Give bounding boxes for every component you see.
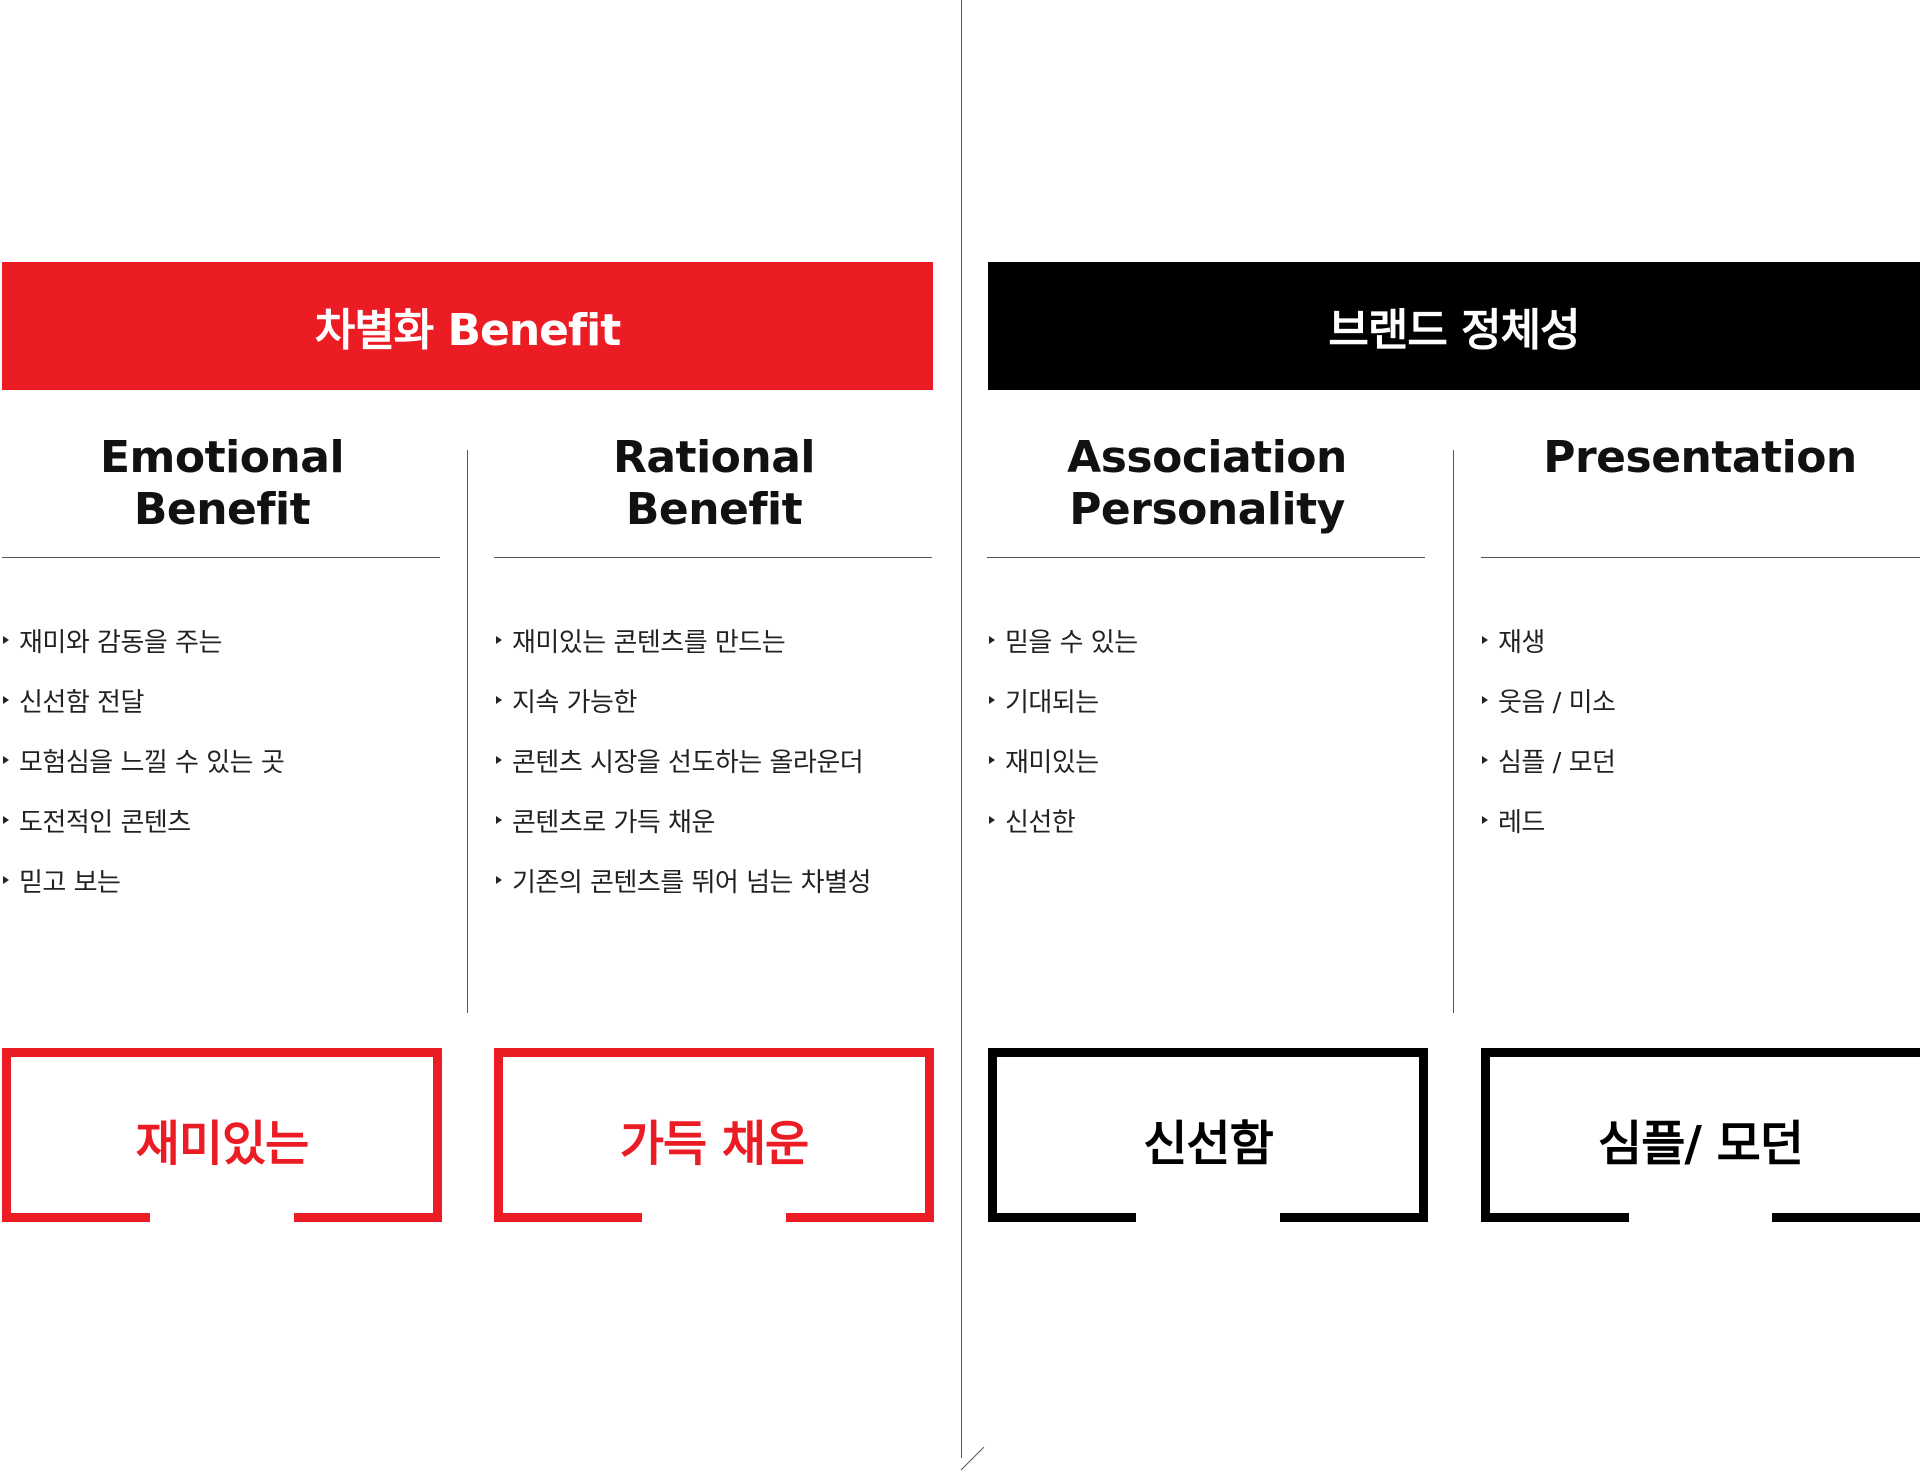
result-label: 재미있는: [135, 1116, 310, 1172]
emotional-result-box: 재미있는: [2, 1048, 442, 1222]
bullet-triangle-icon: [496, 636, 502, 644]
bullet-triangle-icon: [989, 816, 995, 824]
list-item: 재생: [1479, 610, 1615, 670]
bullet-triangle-icon: [3, 696, 9, 704]
bullet-triangle-icon: [3, 636, 9, 644]
bullet-triangle-icon: [496, 876, 502, 884]
column-rule: [494, 557, 932, 558]
bullet-triangle-icon: [3, 816, 9, 824]
center-divider: [961, 0, 962, 1458]
bullet-triangle-icon: [3, 876, 9, 884]
left-column-divider: [467, 450, 468, 1013]
bullet-triangle-icon: [1482, 816, 1488, 824]
list-item: 믿고 보는: [0, 850, 284, 910]
list-item: 모험심을 느낄 수 있는 곳: [0, 730, 285, 790]
bullet-triangle-icon: [496, 816, 502, 824]
list-item: 도전적인 콘텐츠: [0, 790, 284, 850]
rational-benefit-list: 재미있는 콘텐츠를 만드는 지속 가능한 콘텐츠 시장을 선도하는 올라운더 콘…: [493, 610, 871, 910]
differentiation-benefit-title: 차별화 Benefit: [314, 305, 622, 356]
column-rule: [2, 557, 440, 558]
list-item: 콘텐츠로 가득 채운: [493, 790, 871, 850]
column-rule: [987, 557, 1425, 558]
association-personality-title: Association Personality: [1067, 432, 1347, 535]
list-item: 믿을 수 있는: [986, 610, 1138, 670]
center-divider-tail: [960, 1446, 985, 1471]
list-item: 재미와 감동을 주는: [0, 610, 284, 670]
list-item: 재미있는 콘텐츠를 만드는: [493, 610, 871, 670]
brand-identity-header: 브랜드 정체성: [988, 262, 1920, 390]
emotional-benefit-list: 재미와 감동을 주는 신선함 전달 모험심을 느낄 수 있는 곳 도전적인 콘텐…: [0, 610, 285, 910]
result-label: 신선함: [1143, 1116, 1273, 1172]
result-label: 심플/ 모던: [1598, 1116, 1804, 1172]
bullet-triangle-icon: [989, 756, 995, 764]
bullet-triangle-icon: [989, 696, 995, 704]
rational-result-box: 가득 채운: [494, 1048, 934, 1222]
bullet-triangle-icon: [1482, 636, 1488, 644]
bullet-triangle-icon: [496, 696, 502, 704]
presentation-result-box: 심플/ 모던: [1481, 1048, 1920, 1222]
association-personality-list: 믿을 수 있는 기대되는 재미있는 신선한: [986, 610, 1138, 850]
list-item: 기대되는: [986, 670, 1138, 730]
personality-result-box: 신선함: [988, 1048, 1428, 1222]
brand-identity-title: 브랜드 정체성: [1328, 305, 1580, 356]
list-item: 콘텐츠 시장을 선도하는 올라운더: [493, 730, 871, 790]
list-item: 기존의 콘텐츠를 뛰어 넘는 차별성: [493, 850, 871, 910]
bullet-triangle-icon: [496, 756, 502, 764]
bullet-triangle-icon: [1482, 696, 1488, 704]
right-column-divider: [1453, 450, 1454, 1013]
bullet-triangle-icon: [989, 636, 995, 644]
bullet-triangle-icon: [1482, 756, 1488, 764]
presentation-title: Presentation: [1543, 432, 1857, 483]
column-rule: [1481, 557, 1920, 558]
list-item: 레드: [1479, 790, 1615, 850]
rational-benefit-title: Rational Benefit: [612, 432, 816, 535]
list-item: 웃음 / 미소: [1479, 670, 1616, 730]
bullet-triangle-icon: [3, 756, 9, 764]
result-label: 가득 채운: [619, 1116, 809, 1172]
list-item: 재미있는: [986, 730, 1138, 790]
presentation-list: 재생 웃음 / 미소 심플 / 모던 레드: [1479, 610, 1616, 850]
list-item: 신선함 전달: [0, 670, 284, 730]
differentiation-benefit-header: 차별화 Benefit: [2, 262, 933, 390]
list-item: 심플 / 모던: [1479, 730, 1616, 790]
list-item: 지속 가능한: [493, 670, 871, 730]
list-item: 신선한: [986, 790, 1138, 850]
emotional-benefit-title: Emotional Benefit: [99, 432, 345, 535]
